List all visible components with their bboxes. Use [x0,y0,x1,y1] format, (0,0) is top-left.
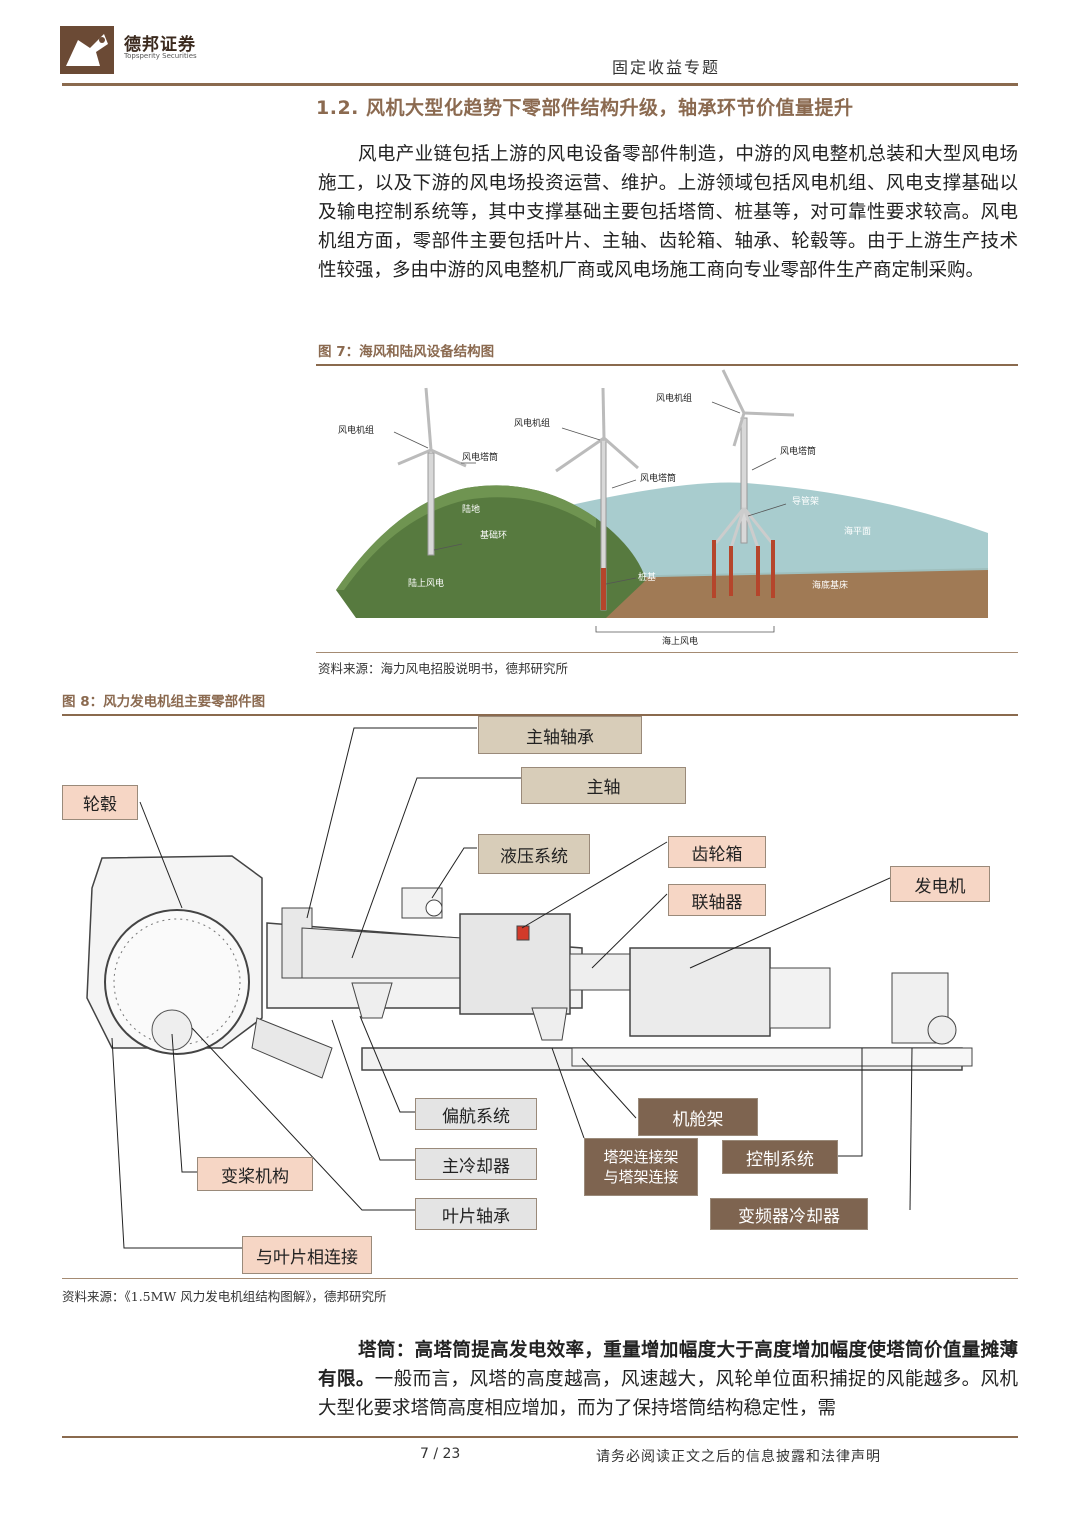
generator-shape [629,947,771,1037]
pitch-bearing-ring [104,909,250,1055]
figure8-leaders [111,727,913,1249]
body-paragraph: 风电产业链包括上游的风电设备零部件制造，中游的风电整机总装和大型风电场施工，以及… [318,140,1018,285]
section-heading: 1.2. 风机大型化趋势下零部件结构升级，轴承环节价值量提升 [316,97,854,119]
figure7-diagram: 风电机组 风电塔筒 风电机组 风电塔筒 风电机组 风电塔筒 陆地 基础环 陆上风… [336,369,988,647]
label-main-shaft: 主轴 [521,767,686,804]
logo-text: 德邦证券 [124,35,196,55]
tower-paragraph: 塔筒：高塔筒提高发电效率，重量增加幅度大于高度增加幅度使塔筒价值量摊薄有限。一般… [318,1336,1018,1423]
tower-paragraph-text: 一般而言，风塔的高度越高，风速越大，风轮单位面积捕捉的风能越多。风机大型化要求塔… [318,1369,1018,1419]
label-turbine-1: 风电机组 [338,424,374,436]
label-nacelle-frame: 机舱架 [638,1098,758,1136]
label-sea-level: 海平面 [844,525,871,537]
label-blade-connect: 与叶片相连接 [242,1236,372,1274]
label-converter-cooler: 变频器冷却器 [710,1198,868,1230]
label-turbine-3: 风电机组 [656,392,692,404]
label-foundation-ring: 基础环 [480,529,507,541]
label-blade-bearing: 叶片轴承 [415,1198,537,1230]
label-pitch: 变桨机构 [197,1157,313,1191]
label-tower-connect: 塔架连接架 与塔架连接 [584,1138,698,1196]
label-land: 陆地 [462,503,480,515]
onshore-turbine [397,387,467,556]
label-offshore: 海上风电 [662,635,698,647]
offshore-turbine-jacket [712,369,795,598]
label-control: 控制系统 [722,1140,838,1174]
gearbox-shape [459,913,571,1015]
tower-paragraph-lead: 塔筒：高塔筒提高发电效率，重量增加幅度大于高度增加幅度使塔筒价值量摊薄有限。 [318,1340,1018,1390]
company-logo [60,26,114,74]
label-gearbox: 齿轮箱 [668,836,766,868]
figure7-source: 资料来源：海力风电招股说明书，德邦研究所 [318,661,569,676]
gearbox-marker [516,925,530,941]
figure8-diagram [86,727,973,1249]
pitch-mechanism [251,1017,333,1079]
paragraph-text: 风电产业链包括上游的风电设备零部件制造，中游的风电整机总装和大型风电场施工，以及… [318,144,1018,281]
label-generator: 发电机 [890,866,990,902]
label-tower-1: 风电塔筒 [462,451,498,463]
label-tower-3: 风电塔筒 [780,445,816,457]
label-yaw: 偏航系统 [415,1098,537,1130]
page-number: 7 / 23 [420,1446,461,1462]
label-main-cooler: 主冷却器 [415,1148,537,1180]
figure7-bottom-rule [316,652,1018,653]
figure8-top-rule [62,714,1018,716]
figure7-leaders [393,401,787,633]
land-highlight [336,485,596,590]
figure8-caption: 图 8：风力发电机组主要零部件图 [62,694,266,710]
header-divider [62,83,1018,86]
offshore-turbine-monopile [555,387,639,611]
disclaimer-note: 请务必阅读正文之后的信息披露和法律声明 [596,1449,881,1465]
figure8-source: 资料来源：《1.5MW 风力发电机组结构图解》，德邦研究所 [62,1289,387,1304]
label-tower-2: 风电塔筒 [640,472,676,484]
label-hub: 轮毂 [62,785,138,820]
label-seabed: 海底基床 [812,579,848,591]
label-turbine-2: 风电机组 [514,417,550,429]
label-main-bearing: 主轴轴承 [478,716,642,754]
logo-subtext: Topsperity Securities [124,52,197,60]
figure7-caption: 图 7：海风和陆风设备结构图 [318,344,495,360]
label-pile: 桩基 [638,571,656,583]
label-coupling: 联轴器 [668,884,766,916]
label-jacket: 导管架 [792,495,819,507]
label-hydraulic: 液压系统 [478,834,590,874]
report-title: 固定收益专题 [612,58,721,77]
footer-divider [62,1436,1018,1438]
figure8-bottom-rule [62,1278,1018,1279]
figure7-top-rule [316,364,1018,366]
label-onshore: 陆上风电 [408,577,444,589]
